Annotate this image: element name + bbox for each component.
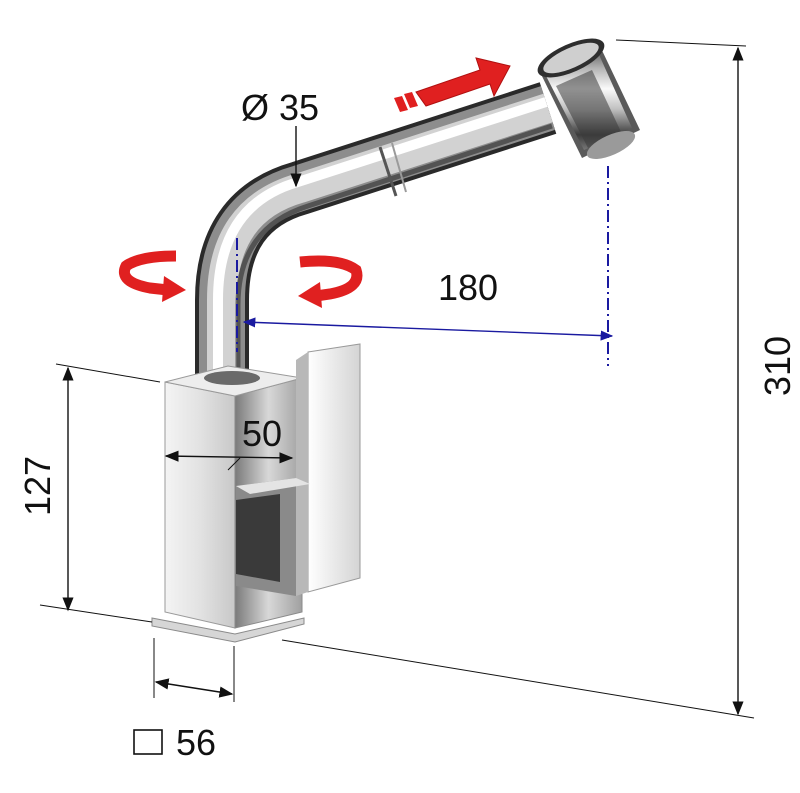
rotation-arrow-left (119, 250, 186, 302)
base-square-label: 56 (176, 722, 216, 763)
body-width-divider (227, 457, 241, 471)
spray-head (537, 38, 640, 159)
base-width-dimension-line (154, 678, 234, 698)
body-height-label: 127 (17, 456, 58, 516)
body-height-extension-bottom (39, 604, 153, 623)
faucet (151, 38, 640, 643)
square-symbol-icon (133, 729, 163, 755)
pull-out-arrow (394, 57, 511, 112)
body-height-extension-top (55, 363, 161, 383)
rotation-arrow-right (298, 255, 363, 308)
body-width-dimension-line (164, 450, 294, 464)
height-extension-bottom (281, 639, 755, 719)
spout-tube (195, 82, 557, 380)
body-width-label: 50 (242, 413, 282, 454)
lever-handle (236, 343, 361, 596)
reach-dimension-line (242, 317, 614, 341)
height-extension-top (615, 39, 747, 47)
reach-label: 180 (438, 267, 498, 308)
spout-diameter-label: Ø 35 (241, 87, 319, 128)
total-height-label: 310 (757, 336, 798, 396)
